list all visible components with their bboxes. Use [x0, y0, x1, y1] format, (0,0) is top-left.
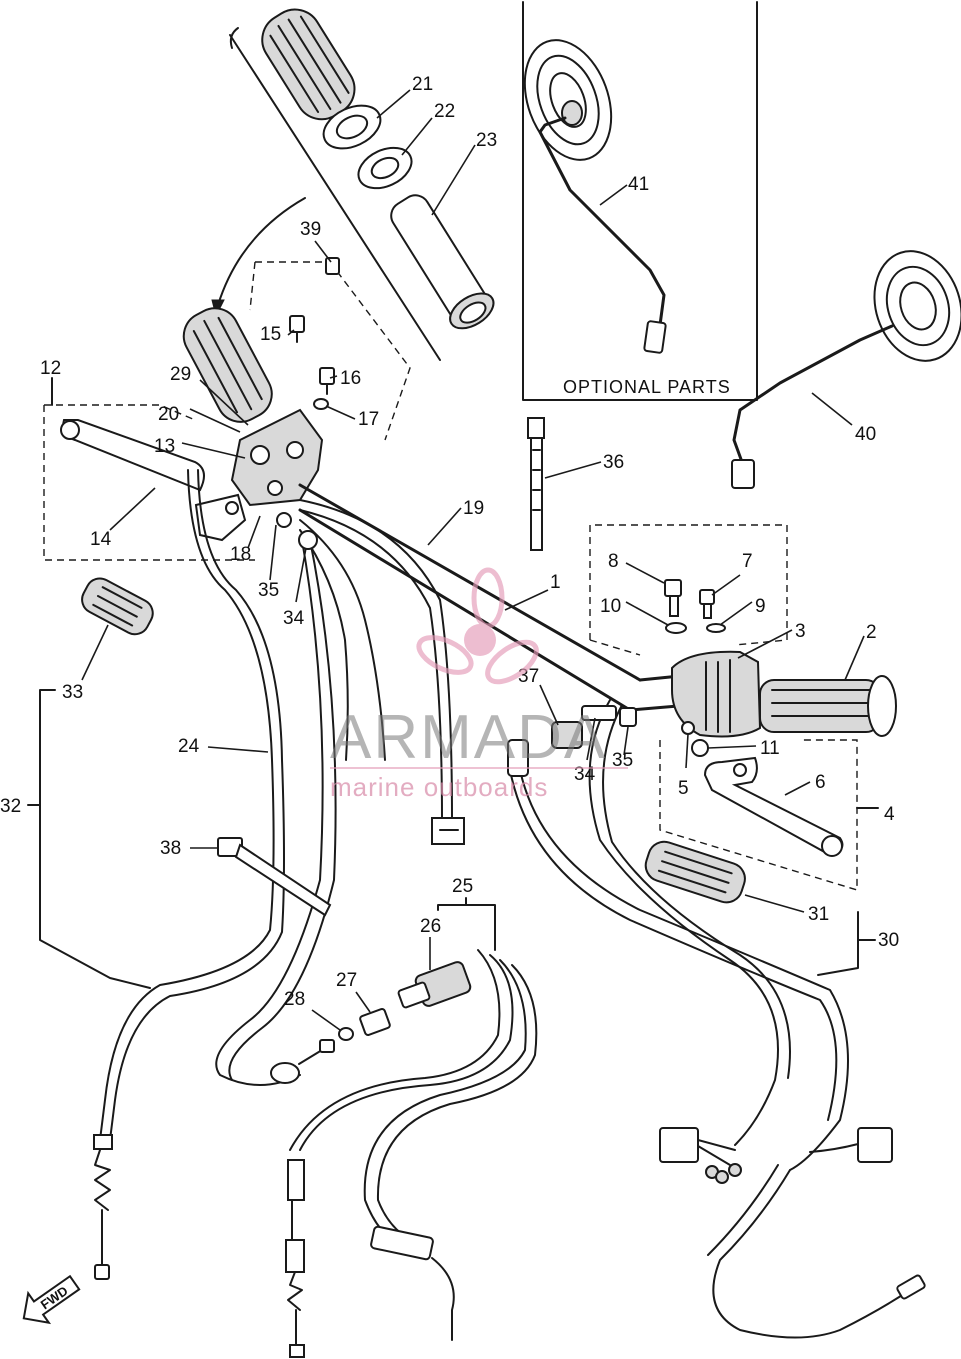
grip-33: [81, 577, 154, 636]
right-handlebar-assembly: [589, 524, 897, 891]
callout-numbers: 21 22 23 41 40 39 15 16 17 29 20 13 12 1…: [0, 74, 899, 1010]
callout-2: 2: [866, 622, 877, 643]
callout-35-left: 35: [258, 580, 279, 601]
callout-3: 3: [795, 621, 806, 642]
callout-7: 7: [742, 551, 753, 572]
strap-36: [527, 417, 545, 551]
callout-15: 15: [260, 324, 281, 345]
callout-34-right: 34: [574, 764, 596, 785]
callout-40: 40: [855, 424, 876, 445]
callout-29: 29: [170, 364, 191, 385]
callout-32: 32: [0, 796, 21, 817]
callout-38: 38: [160, 838, 181, 859]
callout-6: 6: [815, 772, 826, 793]
watermark: ARMADA marine outboards: [330, 567, 628, 802]
callout-12: 12: [40, 358, 61, 379]
callout-11: 11: [760, 738, 780, 759]
callout-27: 27: [336, 970, 357, 991]
callout-19: 19: [463, 498, 484, 519]
callout-35-right: 35: [612, 750, 633, 771]
callout-16: 16: [340, 368, 361, 389]
watermark-brand: ARMADA: [330, 703, 607, 772]
callout-41: 41: [628, 174, 649, 195]
grip-31: [644, 840, 746, 904]
callout-36: 36: [603, 452, 624, 473]
callout-24: 24: [178, 736, 200, 757]
left-grip-explode: [211, 8, 495, 361]
callout-14: 14: [90, 529, 112, 550]
callout-33: 33: [62, 682, 83, 703]
callout-17: 17: [358, 409, 379, 430]
optional-parts-box: OPTIONAL PARTS: [522, 1, 758, 401]
callout-28: 28: [284, 989, 305, 1010]
watermark-tagline: marine outboards: [330, 772, 548, 802]
callout-1: 1: [550, 572, 561, 593]
leader-lines: [81, 89, 865, 1031]
callout-10: 10: [600, 596, 621, 617]
callout-13: 13: [154, 436, 175, 457]
fwd-arrow: FWD: [22, 1274, 81, 1325]
callout-39: 39: [300, 219, 321, 240]
callout-9: 9: [755, 596, 766, 617]
mirror-41: [523, 39, 667, 354]
mirror-40: [731, 250, 961, 489]
callout-31: 31: [808, 904, 829, 925]
callout-30: 30: [878, 930, 899, 951]
callout-22: 22: [434, 101, 455, 122]
watermark-logo-icon: [416, 567, 539, 685]
callout-23: 23: [476, 130, 497, 151]
callout-5: 5: [678, 778, 689, 799]
left-handlebar-assembly: [43, 257, 692, 712]
callout-25: 25: [452, 876, 473, 897]
callout-20: 20: [158, 404, 179, 425]
callout-18: 18: [230, 544, 251, 565]
cables: [93, 469, 926, 1358]
callout-21: 21: [412, 74, 433, 95]
callout-34-left: 34: [283, 608, 305, 629]
optional-parts-label: OPTIONAL PARTS: [563, 377, 731, 397]
callout-26: 26: [420, 916, 441, 937]
callout-4: 4: [884, 804, 895, 825]
grouping-brackets: [27, 377, 879, 989]
callout-8: 8: [608, 551, 619, 572]
